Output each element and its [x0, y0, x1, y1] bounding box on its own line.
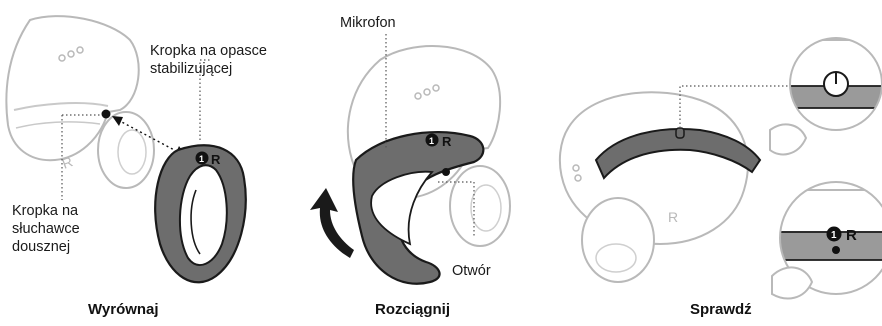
label-opening: Otwór: [452, 262, 491, 280]
stability-band-illustration: 1 R: [155, 145, 246, 282]
svg-text:R: R: [211, 152, 221, 167]
svg-text:1: 1: [199, 154, 204, 164]
caption-align: Wyrównaj: [88, 301, 159, 318]
caption-stretch: Rozciągnij: [375, 301, 450, 318]
svg-text:R: R: [442, 134, 452, 149]
svg-text:R: R: [668, 209, 678, 225]
caption-check: Sprawdź: [690, 301, 752, 318]
panel-stretch-art: 1 R: [310, 34, 510, 284]
svg-text:R: R: [846, 227, 857, 244]
label-microphone: Mikrofon: [340, 14, 396, 32]
label-dot-on-earbud: Kropka na słuchawce dousznej: [12, 202, 110, 256]
svg-text:1: 1: [429, 136, 434, 146]
svg-text:1: 1: [831, 230, 837, 241]
label-dot-on-band: Kropka na opasce stabilizującej: [150, 42, 300, 78]
panel-check-art: R 1 R: [560, 36, 882, 298]
curved-arrow-icon: [310, 188, 354, 258]
